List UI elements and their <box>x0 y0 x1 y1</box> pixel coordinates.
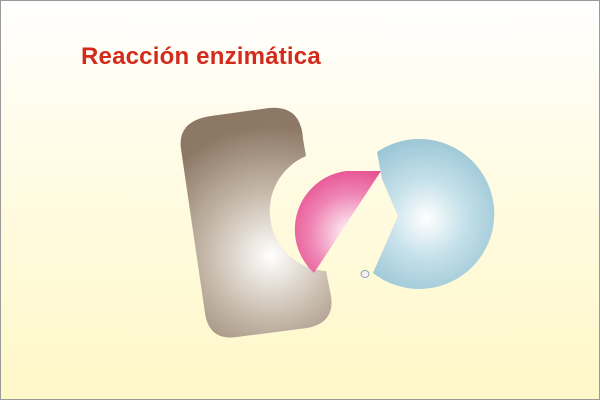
substrate-shape <box>294 171 381 273</box>
enzyme-shape <box>180 107 332 338</box>
connector-marker <box>360 270 370 278</box>
slide-title: Reacción enzimática <box>81 43 321 70</box>
product-shape <box>373 138 495 289</box>
